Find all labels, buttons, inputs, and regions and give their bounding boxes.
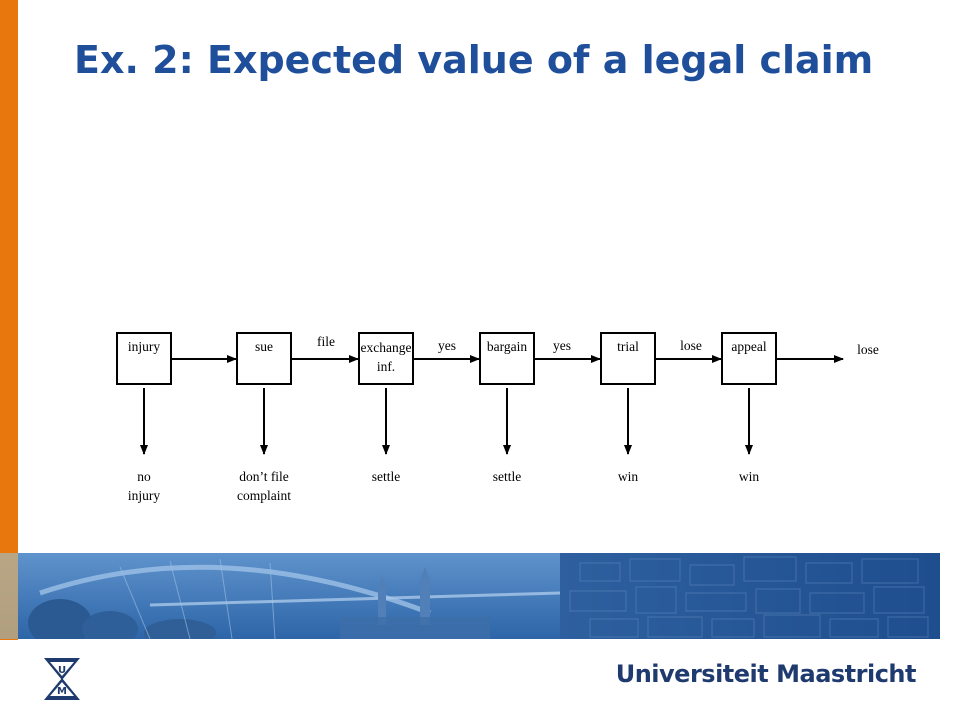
um-logo-icon: U M bbox=[44, 658, 80, 700]
node-label: bargain bbox=[487, 339, 527, 354]
node-sue: sue bbox=[236, 332, 292, 385]
outcome-settle: settle bbox=[372, 469, 401, 484]
outcome-no-injury: no bbox=[137, 469, 151, 484]
edge-label-lose: lose bbox=[857, 342, 879, 357]
outcome-dont-file: don’t file bbox=[239, 469, 289, 484]
node-label: trial bbox=[617, 339, 639, 354]
node-appeal: appeal bbox=[721, 332, 777, 385]
slide-title: Ex. 2: Expected value of a legal claim bbox=[74, 38, 874, 82]
outcome-win: win bbox=[618, 469, 639, 484]
node-label: appeal bbox=[731, 339, 766, 354]
edge-label-file: file bbox=[317, 334, 335, 349]
node-label: injury bbox=[128, 339, 160, 354]
banner-image bbox=[0, 553, 940, 639]
node-exchange: exchange inf. bbox=[358, 332, 414, 385]
edge-label-yes: yes bbox=[553, 338, 571, 353]
svg-text:M: M bbox=[57, 686, 67, 697]
outcome-no-injury-line2: injury bbox=[128, 488, 160, 503]
svg-text:U: U bbox=[58, 665, 66, 676]
outcome-dont-file-line2: complaint bbox=[237, 488, 291, 503]
accent-bar bbox=[0, 0, 18, 640]
node-label: sue bbox=[255, 339, 273, 354]
node-label-line2: inf. bbox=[377, 359, 395, 374]
edge-label-lose: lose bbox=[680, 338, 702, 353]
outcome-settle: settle bbox=[493, 469, 522, 484]
node-trial: trial bbox=[600, 332, 656, 385]
outcome-win: win bbox=[739, 469, 760, 484]
node-bargain: bargain bbox=[479, 332, 535, 385]
edge-label-yes: yes bbox=[438, 338, 456, 353]
node-label: exchange bbox=[361, 340, 412, 355]
node-injury: injury bbox=[116, 332, 172, 385]
university-name: Universiteit Maastricht bbox=[615, 660, 917, 688]
decision-diagram: injury sue exchange inf. bargain trial a… bbox=[116, 332, 879, 503]
